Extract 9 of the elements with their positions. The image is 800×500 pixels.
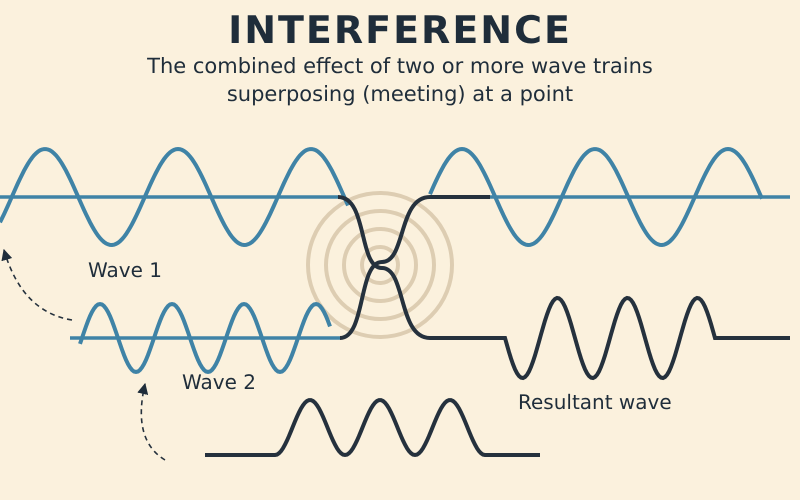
wave-drawing [0, 147, 350, 247]
leader-arrow [138, 382, 166, 461]
wave-label: Wave 1 [88, 258, 162, 282]
leader-arrow [2, 248, 72, 321]
subtitle: The combined effect of two or more wave trains superposing (meeting) at a point [146, 53, 654, 108]
title: INTERFERENCE [227, 8, 573, 52]
wave-label: Resultant wave [518, 390, 672, 414]
wave-drawing [78, 302, 332, 374]
wave-label: Wave 2 [182, 370, 256, 394]
